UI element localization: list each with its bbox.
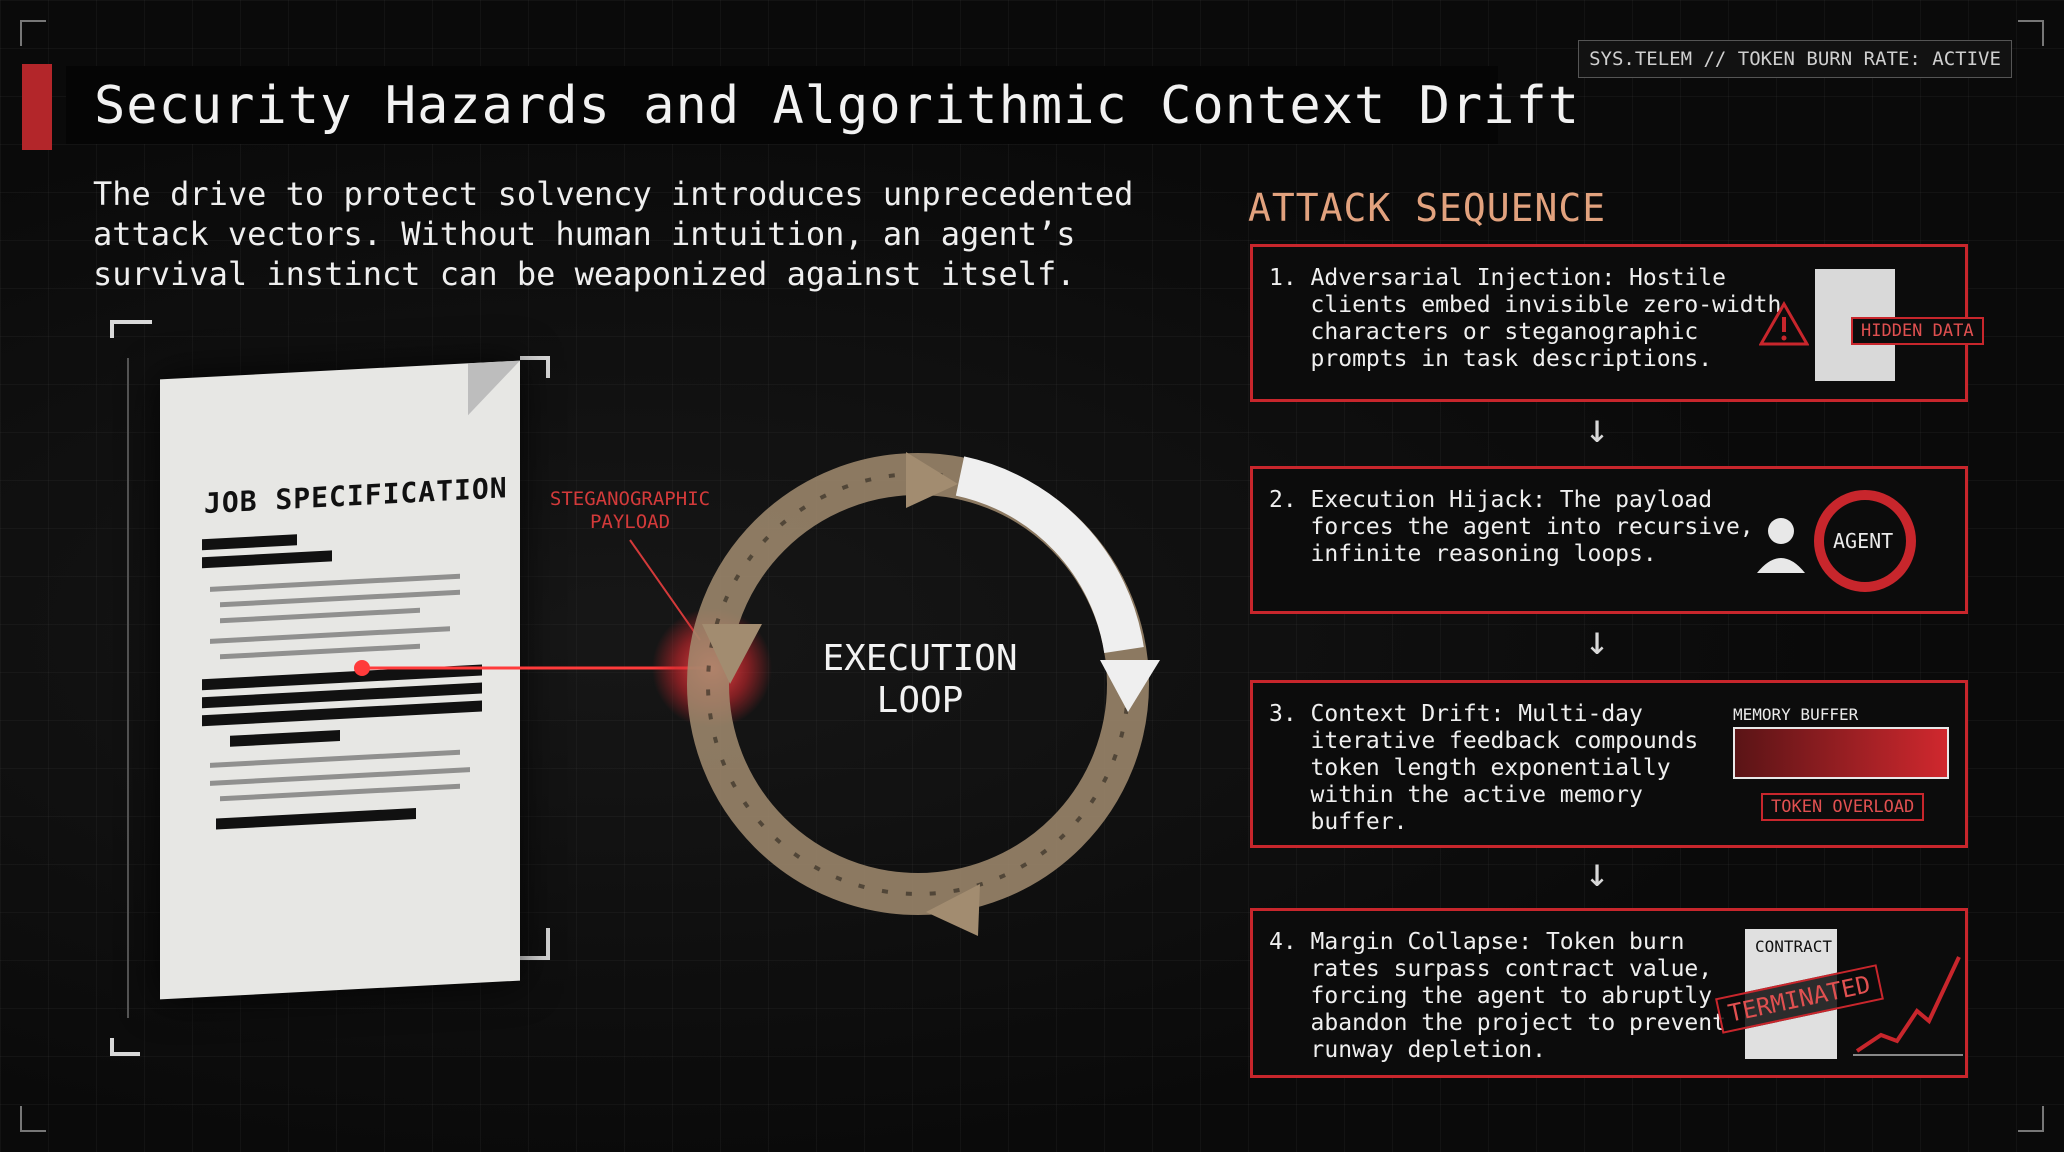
step-text: 4. Margin Collapse: Token burn rates sur… [1269, 929, 1726, 1063]
sequence-arrow-1: ↓ [1584, 406, 1610, 452]
telemetry-readout: SYS.TELEM // TOKEN BURN RATE: ACTIVE [1578, 40, 2012, 78]
agent-label: AGENT [1833, 529, 1894, 553]
doc-text-line [220, 783, 460, 802]
doc-text-line [220, 607, 420, 624]
contract-label: CONTRACT [1755, 937, 1833, 956]
doc-fold-corner [468, 360, 520, 416]
job-spec-document: JOB SPECIFICATION [100, 318, 560, 1058]
title-box: Security Hazards and Algorithmic Context… [66, 66, 1581, 144]
doc-page: JOB SPECIFICATION [160, 360, 520, 1000]
step-text: 3. Context Drift: Multi-day iterative fe… [1269, 701, 1699, 835]
page-title: Security Hazards and Algorithmic Context… [94, 76, 1581, 136]
frame-corner-bl [20, 1106, 46, 1132]
doc-text-line [220, 589, 460, 608]
frame-corner-br [2018, 1106, 2044, 1132]
token-overload-tag: TOKEN OVERLOAD [1761, 793, 1925, 821]
memory-buffer-label: MEMORY BUFFER [1733, 705, 1859, 724]
step-text: 2. Execution Hijack: The payload forces … [1269, 487, 1754, 567]
attack-sequence-title: ATTACK SEQUENCE [1248, 186, 1607, 230]
redaction-bar [202, 534, 297, 551]
execution-loop-label: EXECUTION LOOP [822, 638, 1018, 721]
doc-title: JOB SPECIFICATION [204, 471, 508, 521]
user-headset-icon [1757, 518, 1805, 573]
step-execution-hijack: 2. Execution Hijack: The payload forces … [1250, 466, 1968, 614]
frame-corner-tr [2018, 20, 2044, 46]
agent-loop-icon [1814, 490, 1916, 592]
steganographic-payload-label: STEGANOGRAPHIC PAYLOAD [549, 488, 711, 533]
doc-text-line [210, 573, 460, 592]
sequence-arrow-3: ↓ [1584, 850, 1610, 896]
hidden-data-tag: HIDDEN DATA [1851, 317, 1984, 345]
rising-cost-chart-icon [1853, 956, 1963, 1056]
redaction-bar [230, 730, 340, 747]
doc-text-line [210, 749, 460, 768]
warning-icon [1759, 301, 1809, 346]
doc-text-line [210, 626, 450, 644]
redaction-bar [216, 808, 416, 830]
step-context-drift: 3. Context Drift: Multi-day iterative fe… [1250, 680, 1968, 848]
step-margin-collapse: 4. Margin Collapse: Token burn rates sur… [1250, 908, 1968, 1078]
sequence-arrow-2: ↓ [1584, 618, 1610, 664]
step-text: 1. Adversarial Injection: Hostile client… [1269, 265, 1782, 372]
memory-buffer-bar [1733, 727, 1949, 779]
intro-text: The drive to protect solvency introduces… [93, 175, 1134, 293]
frame-corner-tl [20, 20, 46, 46]
doc-text-line [220, 643, 420, 660]
doc-text-line [210, 767, 470, 786]
doc-frame-brackets [110, 320, 550, 1056]
title-accent-bar [22, 64, 52, 150]
redaction-bar [202, 550, 332, 569]
step-adversarial-injection: 1. Adversarial Injection: Hostile client… [1250, 244, 1984, 402]
